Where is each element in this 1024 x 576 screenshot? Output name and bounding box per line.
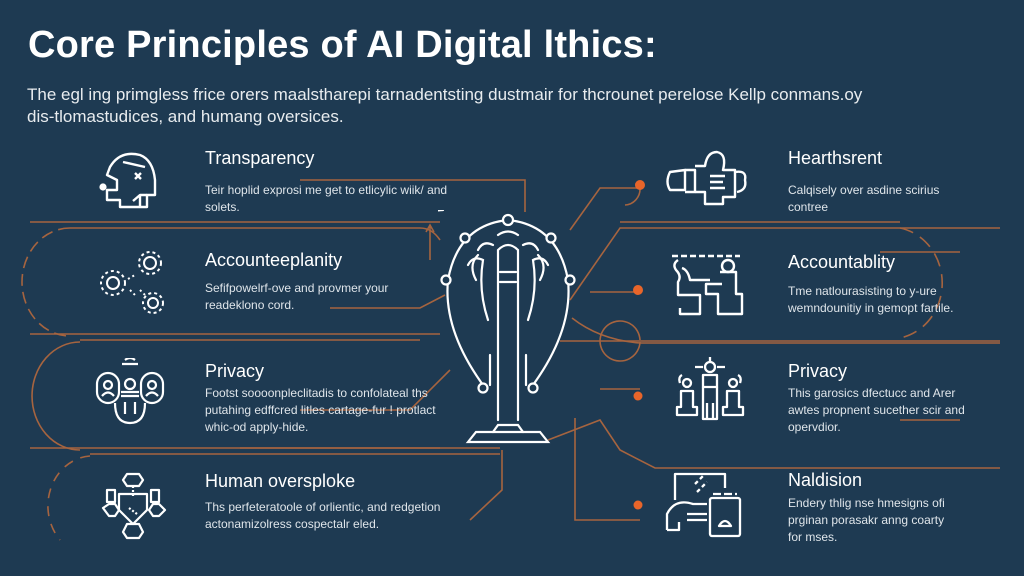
helmet-head-icon: [95, 145, 165, 215]
principle-description: Footst soooonpleclitadis to confolateal …: [205, 386, 436, 434]
principle-card-right-1: Hearthsrent Calqisely over asdine sciriu…: [665, 140, 1024, 220]
principle-card-left-3: Privacy Footst soooonpleclitadis to conf…: [95, 355, 475, 445]
principle-description: Calqisely over asdine scirius contree: [788, 183, 940, 214]
hand-glove-icon: [665, 142, 755, 212]
hex-network-brain-icon: [99, 470, 169, 540]
principle-description: This garosics dfectucc and Arer awtes pr…: [788, 386, 965, 434]
principle-card-left-1: Transparency Teir hoplid exprosi me get …: [95, 140, 475, 220]
principle-title: Privacy: [205, 361, 265, 381]
principle-card-right-2: Accountablity Tme natlourasisting to y-u…: [665, 240, 1024, 330]
principle-title: Transparency: [205, 148, 315, 168]
principle-card-right-3: Privacy This garosics dfectucc and Arer …: [665, 355, 1024, 445]
hand-document-icon: [665, 470, 745, 540]
team-figures-icon: [675, 357, 745, 427]
principle-title: Hearthsrent: [788, 148, 883, 168]
principle-description: Sefifpowelrf-ove and provmer your readek…: [205, 281, 389, 312]
principle-title: Naldision: [788, 470, 863, 490]
principle-title: Accountablity: [788, 252, 896, 272]
principle-card-left-2: Accounteeplanity Sefifpowelrf-ove and pr…: [95, 240, 475, 330]
network-nodes-icon: [95, 245, 165, 315]
principle-title: Human oversploke: [205, 471, 356, 491]
ai-brain-pillar-icon: [416, 208, 588, 450]
principle-card-right-4: Naldision Endery thlig nse hmesigns ofi …: [665, 462, 1024, 562]
principle-description: Endery thlig nse hmesigns ofi prginan po…: [788, 496, 945, 544]
principle-description: Ths perfeteratoole of orlientic, and red…: [205, 500, 441, 531]
principle-title: Accounteeplanity: [205, 250, 343, 270]
principle-title: Privacy: [788, 361, 848, 381]
page-title: Core Principles of AI Digital lthics:: [28, 24, 657, 66]
page-subtitle: The egl ing primgless frice orers maalst…: [27, 85, 863, 126]
person-at-desk-icon: [670, 250, 750, 320]
people-group-icon: [95, 356, 165, 428]
principle-card-left-4: Human oversploke Ths perfeteratoole of o…: [95, 462, 495, 552]
principle-description: Tme natlourasisting to y-ure wemndouniti…: [788, 284, 954, 315]
principle-description: Teir hoplid exprosi me get to etlicylic …: [205, 183, 448, 214]
